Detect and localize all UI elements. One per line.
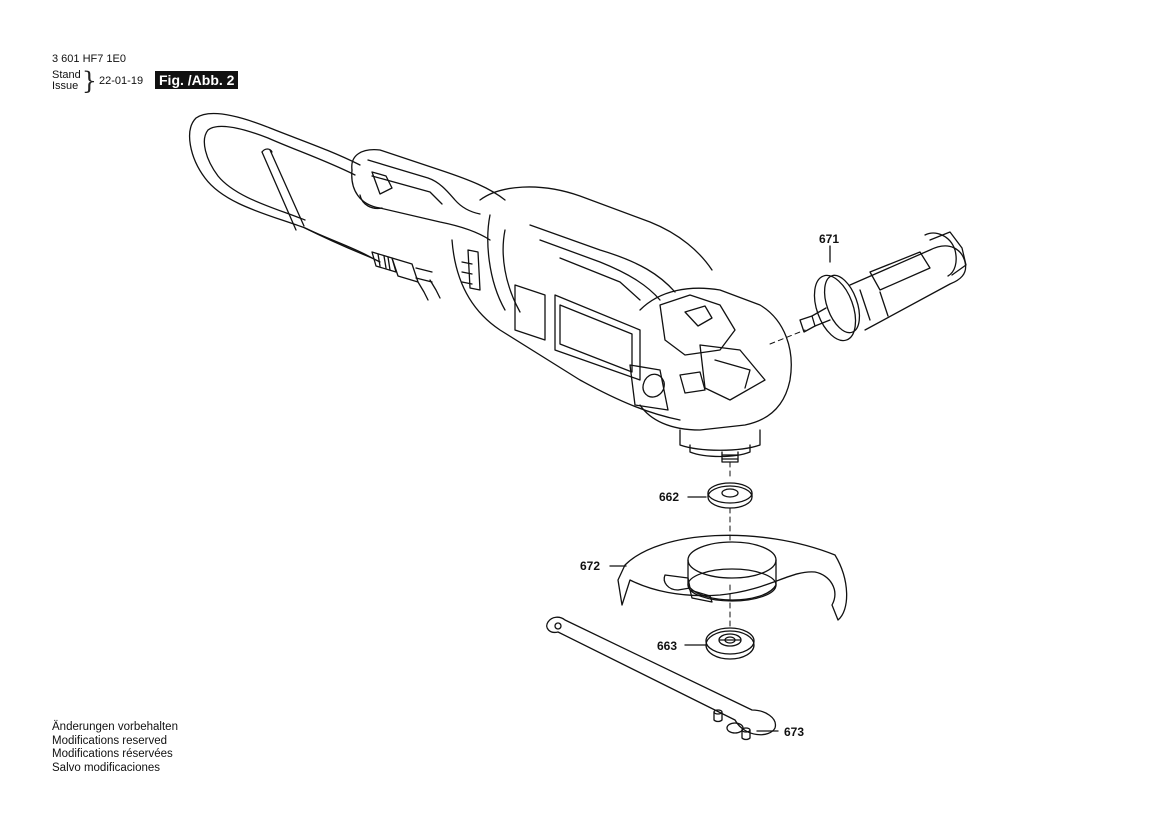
part-number: 3 601 HF7 1E0 bbox=[52, 53, 126, 65]
grinder-housing bbox=[351, 149, 792, 463]
auxiliary-handle-671 bbox=[799, 231, 967, 342]
stand-label: Stand bbox=[52, 69, 81, 81]
figure-label: Fig. /Abb. 2 bbox=[155, 71, 239, 89]
stand-issue-block: Stand Issue } 22-01-19 bbox=[52, 67, 144, 95]
note-spanish: Salvo modificaciones bbox=[52, 761, 161, 774]
callout-leaders bbox=[609, 245, 831, 732]
callout-672: 672 bbox=[580, 559, 601, 573]
note-english: Modifications reserved bbox=[52, 734, 168, 747]
footer-notes: Änderungen vorbehalten Modifications res… bbox=[52, 721, 178, 775]
power-cord bbox=[189, 112, 381, 263]
spanner-673 bbox=[546, 616, 777, 741]
callout-663: 663 bbox=[657, 639, 678, 653]
issue-label: Issue bbox=[52, 80, 79, 92]
power-plug bbox=[371, 251, 441, 301]
note-french: Modifications réservées bbox=[52, 748, 173, 760]
issue-date: 22-01-19 bbox=[99, 75, 144, 87]
callout-673: 673 bbox=[784, 725, 805, 739]
callout-662: 662 bbox=[659, 490, 680, 504]
assembly-lines bbox=[729, 329, 806, 629]
clamping-nut-663 bbox=[705, 627, 755, 660]
note-german: Änderungen vorbehalten bbox=[52, 721, 178, 733]
flange-662 bbox=[707, 482, 753, 509]
protective-guard-672 bbox=[617, 534, 848, 621]
callout-671: 671 bbox=[819, 232, 840, 246]
brace-symbol: } bbox=[81, 67, 98, 95]
